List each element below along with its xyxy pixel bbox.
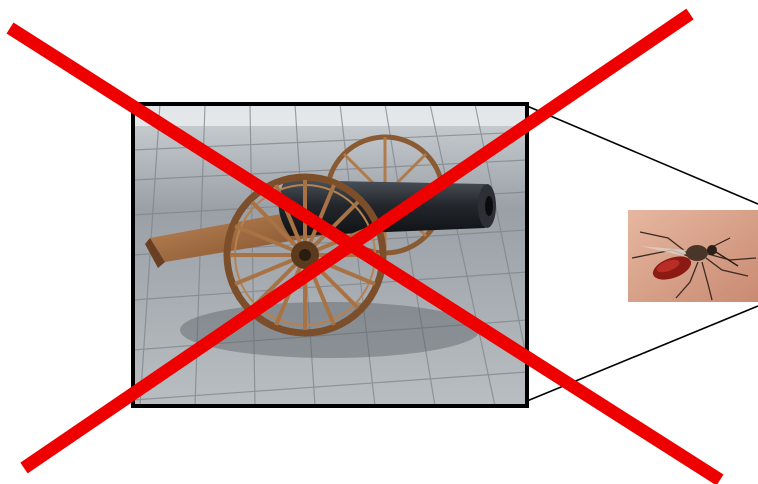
- red-cross-out-mark: [10, 14, 720, 480]
- mosquito-picture: [628, 210, 758, 302]
